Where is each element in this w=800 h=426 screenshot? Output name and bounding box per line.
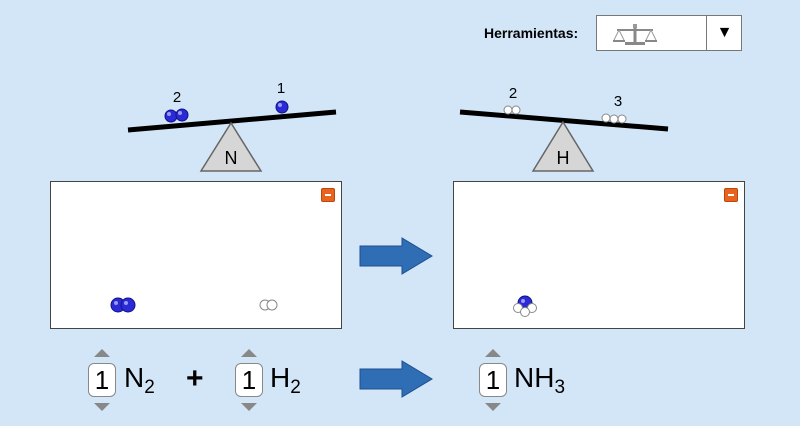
formula-n2: N2 bbox=[124, 362, 155, 398]
plus-sign: + bbox=[186, 362, 204, 395]
nitrogen-atoms-left bbox=[164, 108, 189, 123]
dropdown-divider bbox=[706, 16, 707, 50]
increment-arrow[interactable] bbox=[241, 349, 257, 357]
nitrogen-atom-right bbox=[275, 100, 289, 114]
increment-arrow[interactable] bbox=[485, 349, 501, 357]
increment-arrow[interactable] bbox=[94, 349, 110, 357]
decrement-arrow[interactable] bbox=[241, 403, 257, 411]
tools-dropdown[interactable]: ▼ bbox=[596, 15, 742, 51]
fulcrum-label: N bbox=[225, 148, 238, 168]
minimize-button[interactable] bbox=[724, 188, 738, 202]
decrement-arrow[interactable] bbox=[485, 403, 501, 411]
coefficient-value[interactable]: 1 bbox=[479, 363, 507, 397]
hydrogen-atoms-right bbox=[601, 113, 627, 124]
balance-beam bbox=[127, 109, 337, 133]
right-count: 1 bbox=[277, 80, 285, 97]
equation-arrow bbox=[359, 360, 433, 398]
balance-n: N 2 1 bbox=[127, 80, 337, 172]
formula-h2: H2 bbox=[270, 362, 301, 398]
coefficient-value[interactable]: 1 bbox=[88, 363, 116, 397]
fulcrum bbox=[531, 120, 595, 172]
balance-beam bbox=[459, 109, 669, 132]
balance-h: H 2 3 bbox=[459, 85, 669, 172]
formula-nh3: NH3 bbox=[514, 362, 566, 398]
decrement-arrow[interactable] bbox=[94, 403, 110, 411]
fulcrum-label: H bbox=[557, 148, 570, 168]
h2-molecule bbox=[259, 299, 278, 311]
left-count: 2 bbox=[509, 85, 517, 102]
right-count: 3 bbox=[614, 93, 622, 110]
coefficient-spinner-nh3[interactable]: 1 bbox=[478, 349, 508, 411]
nh3-molecule bbox=[513, 295, 537, 317]
reaction-arrow bbox=[359, 237, 433, 275]
chevron-down-icon[interactable]: ▼ bbox=[716, 24, 733, 41]
hydrogen-atoms-left bbox=[503, 105, 521, 115]
coefficient-spinner-h2[interactable]: 1 bbox=[234, 349, 264, 411]
tools-label: Herramientas: bbox=[484, 25, 579, 41]
n2-molecule bbox=[110, 297, 136, 313]
coefficient-value[interactable]: 1 bbox=[235, 363, 263, 397]
products-box bbox=[453, 181, 745, 329]
left-count: 2 bbox=[173, 89, 181, 106]
fulcrum bbox=[199, 121, 263, 172]
reactants-box bbox=[50, 181, 342, 329]
minimize-button[interactable] bbox=[321, 188, 335, 202]
balance-scale-icon bbox=[613, 24, 657, 45]
coefficient-spinner-n2[interactable]: 1 bbox=[87, 349, 117, 411]
